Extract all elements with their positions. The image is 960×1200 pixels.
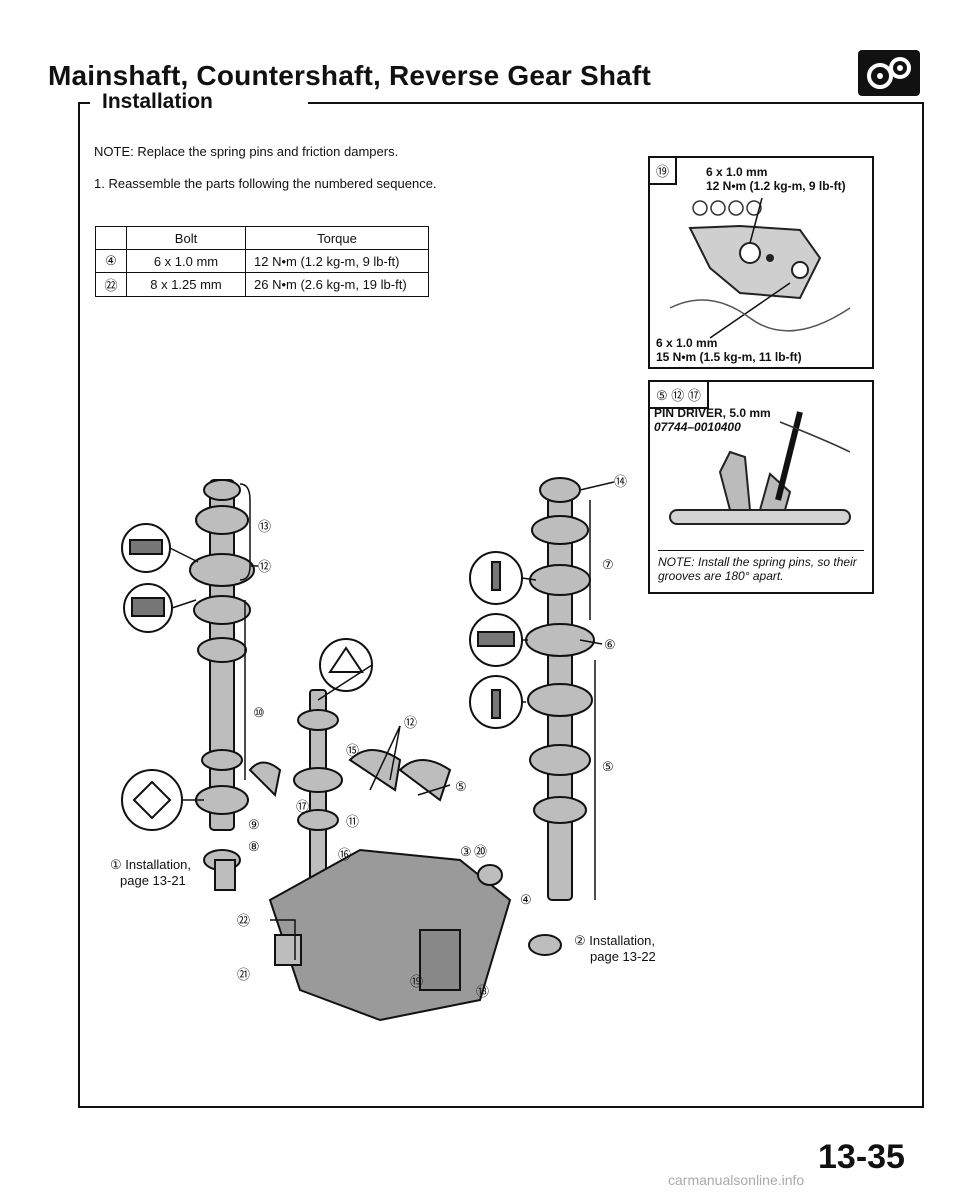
section-subtitle: Installation — [102, 90, 213, 113]
pin-driver-illustration — [669, 411, 851, 525]
gears-icon — [858, 50, 920, 96]
column-header: Torque — [245, 226, 429, 250]
footer-watermark: carmanualsonline.info — [668, 1172, 805, 1188]
callout-22: ㉒ — [237, 913, 251, 928]
callout-18: ⑱ — [476, 984, 490, 999]
content-frame — [78, 104, 924, 1108]
callout-12: ⑫ — [258, 559, 272, 574]
bottom-bolt-size: 6 x 1.0 mm — [656, 336, 718, 350]
ref-badge: ⑲ — [650, 158, 678, 185]
callout-8: ⑧ — [248, 839, 260, 854]
tool-name: PIN DRIVER, 5.0 mm — [654, 406, 771, 420]
callout-16: ⑯ — [338, 847, 352, 862]
replace-note: NOTE: Replace the spring pins and fricti… — [94, 144, 399, 159]
callout-5b: ⑤ — [455, 779, 467, 794]
page-number: 13-35 — [818, 1138, 905, 1176]
callout-21: ㉑ — [237, 967, 251, 982]
ref-cell: ㉒ — [95, 272, 127, 297]
bolt-cell: 6 x 1.0 mm — [126, 249, 246, 273]
callout-3: ③ — [460, 844, 472, 859]
table-header-row: Bolt Torque — [95, 226, 429, 250]
section-heading: Installation — [78, 90, 924, 113]
pin-note-text: NOTE: Install the spring pins, so their … — [658, 555, 857, 583]
callout-6: ⑥ — [604, 637, 616, 652]
callout-1-label: ① Installation, — [110, 857, 192, 872]
bottom-bolt-torque: 15 N•m (1.5 kg-m, 11 lb-ft) — [656, 350, 802, 364]
bolt-cell: 8 x 1.25 mm — [126, 272, 246, 297]
tool-number: 07744–0010400 — [654, 420, 741, 434]
callout-15: ⑮ — [346, 743, 360, 758]
callout-7: ⑦ — [602, 557, 614, 572]
ref-cell: ④ — [95, 249, 127, 273]
callout-1-page: page 13-21 — [120, 873, 186, 888]
callout-2-label: ② Installation, — [574, 933, 656, 948]
step-1: 1. Reassemble the parts following the nu… — [94, 176, 437, 191]
torque-table: Bolt Torque ④ 6 x 1.0 mm 12 N•m (1.2 kg-… — [95, 226, 429, 297]
callout-14: ⑭ — [614, 474, 628, 489]
table-row: ㉒ 8 x 1.25 mm 26 N•m (2.6 kg-m, 19 lb-ft… — [95, 272, 429, 297]
callout-4: ④ — [520, 892, 532, 907]
callout-5: ⑤ — [602, 759, 614, 774]
detail-panel-pin-driver: ⑤ ⑫ ⑰ PIN DRIVER, 5.0 mm 07744–0010400 N… — [648, 380, 874, 594]
detail-panel-19: ⑲ 6 x 1.0 mm 12 N•m (1.2 kg-m, 9 lb-ft) … — [648, 156, 874, 369]
torque-cell: 26 N•m (2.6 kg-m, 19 lb-ft) — [245, 272, 429, 297]
callout-13: ⑬ — [258, 519, 272, 534]
table-row: ④ 6 x 1.0 mm 12 N•m (1.2 kg-m, 9 lb-ft) — [95, 249, 429, 273]
callout-12b: ⑫ — [404, 715, 418, 730]
page-title: Mainshaft, Countershaft, Reverse Gear Sh… — [48, 60, 651, 91]
callout-2-page: page 13-22 — [590, 949, 656, 964]
pin-note: NOTE: Install the spring pins, so their … — [658, 550, 864, 583]
ref-badge: ⑤ ⑫ ⑰ — [650, 382, 709, 409]
top-bolt-torque: 12 N•m (1.2 kg-m, 9 lb-ft) — [706, 179, 846, 193]
callout-9: ⑨ — [248, 817, 260, 832]
callout-20: ⑳ — [474, 844, 488, 859]
callout-10: ⑩ — [253, 705, 265, 720]
top-bolt-size: 6 x 1.0 mm — [706, 165, 768, 179]
column-header: Bolt — [126, 226, 246, 250]
shift-fork-bracket-illustration — [669, 197, 851, 339]
callout-17: ⑰ — [296, 799, 310, 814]
callout-19: ⑲ — [410, 974, 424, 989]
callout-11: ⑪ — [346, 814, 360, 829]
